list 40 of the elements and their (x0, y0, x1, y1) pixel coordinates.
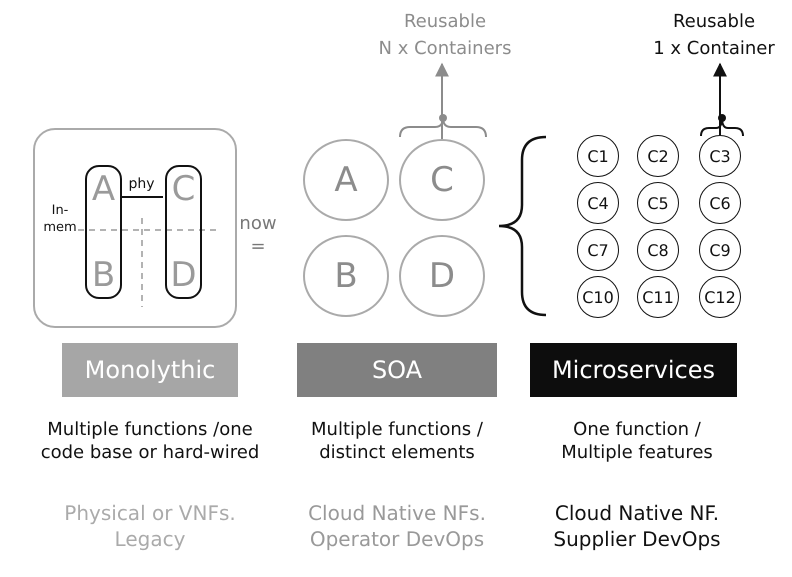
note-text: Reusable 1 x Container (636, 6, 792, 64)
service-circle: C (399, 139, 485, 221)
footer-text: Cloud Native NFs. Operator DevOps (307, 500, 487, 552)
edge-label: phy (127, 175, 156, 194)
container-circle: C6 (699, 182, 741, 224)
service-circle: B (303, 235, 389, 317)
side-label: now = (238, 212, 278, 259)
container-circle: C9 (699, 229, 741, 271)
container-circle: C11 (637, 276, 679, 318)
component-letter: A (92, 169, 116, 209)
container-circle: C8 (637, 229, 679, 271)
service-circle: A (303, 139, 389, 221)
rounded-box (33, 128, 237, 328)
side-label: In- mem (42, 203, 78, 237)
connector-line (120, 196, 163, 198)
component-letter: B (92, 255, 116, 295)
container-circle: C1 (577, 135, 619, 177)
component-pill (165, 165, 202, 299)
footer-text: Physical or VNFs. Legacy (63, 500, 237, 552)
category-bar: SOA (297, 343, 497, 397)
category-bar: Microservices (530, 343, 737, 397)
category-bar: Monolythic (62, 343, 238, 397)
component-letter: D (170, 255, 197, 295)
service-circle: D (399, 235, 485, 317)
container-circle: C4 (577, 182, 619, 224)
component-pill (85, 165, 122, 299)
component-letter: C (172, 169, 196, 209)
container-circle: C12 (699, 276, 741, 318)
description-text: Multiple functions / distinct elements (310, 418, 484, 465)
arrow (713, 62, 727, 135)
description-text: One function / Multiple features (560, 418, 714, 465)
container-circle: C10 (577, 276, 619, 318)
footer-text: Cloud Native NF. Supplier DevOps (552, 500, 722, 552)
container-circle: C5 (637, 182, 679, 224)
description-text: Multiple functions /one code base or hard-wired (40, 418, 260, 465)
container-circle: C3 (699, 135, 741, 177)
container-circle: C2 (637, 135, 679, 177)
arrow (435, 62, 449, 139)
note-text: Reusable N x Containers (360, 6, 530, 64)
container-circle: C7 (577, 229, 619, 271)
